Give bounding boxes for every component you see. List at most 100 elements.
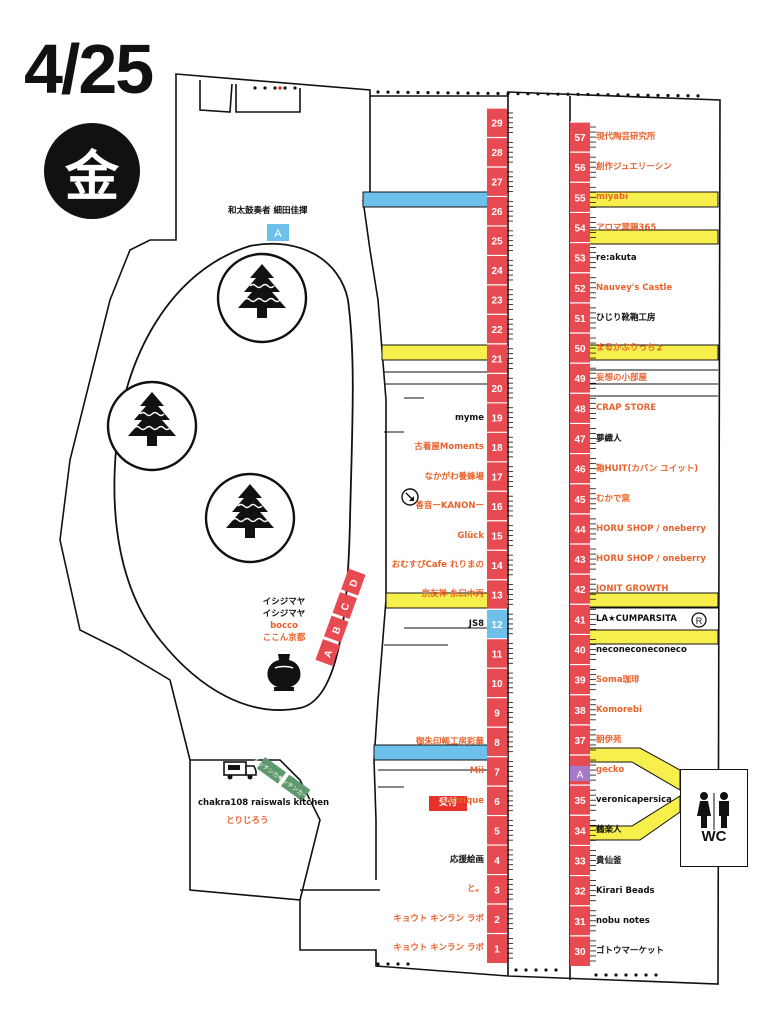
booth: 24: [487, 254, 513, 285]
booth: 56: [570, 151, 596, 183]
dot: [586, 92, 590, 97]
dot: [273, 86, 277, 90]
booth-label-right: 鞄HUIT(カバン ユイット): [596, 463, 699, 474]
booth: 17: [487, 461, 513, 492]
booth-number: 10: [491, 679, 503, 690]
performer-label: 和太鼓奏者 細田佳揮: [228, 206, 308, 216]
booth-number: 53: [574, 254, 586, 265]
booth: 21: [487, 343, 513, 374]
dot: [514, 968, 518, 972]
booth-number: 43: [574, 555, 586, 566]
booth-label-left: と。: [466, 884, 484, 895]
tent-letter: D: [348, 578, 361, 589]
booth-number: 25: [491, 237, 503, 248]
dot: [666, 93, 670, 98]
food-truck-vendor: とりじろう: [226, 816, 269, 826]
booth: 25: [487, 225, 513, 256]
booth-number: 23: [491, 296, 503, 307]
booth: 28: [487, 136, 513, 167]
booth-label-right: ゴトウマーケット: [596, 945, 665, 956]
booth-label-right: re:akuta: [596, 252, 637, 263]
reserved-mark: R: [691, 612, 707, 628]
dot: [263, 86, 267, 90]
booth-number: 24: [491, 266, 503, 277]
booth: 57: [570, 121, 596, 153]
booth: 13: [487, 579, 513, 610]
dot: [636, 93, 640, 97]
booth-number: 16: [491, 502, 503, 513]
dot: [466, 91, 470, 95]
aisle-bars: [362, 191, 719, 841]
plaza-vendor: bocco: [270, 621, 298, 631]
booth: 38: [570, 694, 596, 725]
booth-label-left: 京友禅 糸口木丙: [421, 589, 484, 600]
booth: 45: [570, 483, 596, 514]
right-booth-column: 5756555453525150494847464544434241403938…: [570, 121, 596, 966]
dot: [566, 92, 570, 96]
day-badge: 金: [44, 123, 140, 219]
left-booth-column: 2928272625242322212019181716151413121110…: [487, 107, 513, 963]
dot: [606, 93, 610, 97]
booth: 49: [570, 362, 596, 394]
dot: [396, 90, 400, 94]
booth-number: 2: [494, 915, 500, 926]
tree-icon: [106, 380, 198, 472]
plaza-vendor: イシジマヤ: [262, 597, 306, 607]
dot: [253, 86, 257, 90]
dot: [554, 968, 558, 972]
booth-number: 22: [491, 325, 503, 336]
dot: [696, 94, 700, 98]
booth-label-left: キョウト キンラン ラボ: [393, 943, 484, 954]
booth: 12: [487, 608, 513, 639]
right-marker: A: [570, 766, 590, 781]
dot: [536, 92, 540, 96]
booth: 30: [570, 935, 596, 966]
booth: 16: [487, 490, 513, 521]
booth-label-right: アロマ翠陽365: [596, 222, 657, 233]
dot: [386, 90, 390, 94]
plaza-vendor: ここん京都: [262, 633, 306, 643]
dot: [376, 962, 380, 966]
booth-label-right: gecko: [596, 765, 625, 776]
booth: 1: [487, 932, 513, 963]
booth-number: 38: [574, 706, 586, 717]
wc-label: WC: [701, 828, 727, 845]
right-marker-letter: A: [577, 770, 584, 781]
booth-number: 3: [494, 885, 500, 896]
arrow-icon: [401, 488, 419, 506]
dot: [446, 91, 450, 95]
plaza-vendors: イシジマヤ イシジマヤ bocco ここん京都: [258, 596, 310, 644]
booth: 39: [570, 663, 596, 695]
booth: 2: [487, 903, 513, 934]
booth: 32: [570, 874, 596, 906]
dot: [396, 962, 400, 966]
dot: [646, 93, 650, 97]
booth-number: 31: [574, 917, 586, 928]
booth: 42: [570, 573, 596, 605]
dot: [406, 90, 410, 94]
booth: 11: [487, 638, 513, 669]
booth-number: 27: [491, 178, 503, 189]
dot: [544, 968, 548, 972]
booth-number: 20: [491, 384, 503, 395]
booth-number: 33: [574, 857, 586, 868]
tent-stall: A: [315, 639, 340, 666]
booth: 37: [570, 724, 596, 755]
booth: 51: [570, 302, 596, 333]
booth: 8: [487, 726, 513, 757]
dot: [416, 90, 420, 95]
dot: [376, 90, 380, 94]
booth: 23: [487, 284, 513, 315]
booth: 43: [570, 543, 596, 575]
tent-stall: C: [332, 592, 358, 619]
booth: 50: [570, 332, 596, 364]
booth-number: 19: [491, 414, 503, 425]
booth-label-right: veronicapersica: [596, 795, 672, 806]
booth-label-right: Soma珈琲: [596, 674, 640, 685]
booth-label-right: むかで窯: [596, 493, 631, 504]
booth-label-left: 香音ーKANONー: [415, 501, 484, 512]
booth-label-left: キョウト キンラン ラボ: [393, 913, 484, 924]
booth: 15: [487, 520, 513, 551]
reserved-mark-letter: R: [696, 616, 703, 626]
wc-room: WC: [680, 769, 748, 867]
